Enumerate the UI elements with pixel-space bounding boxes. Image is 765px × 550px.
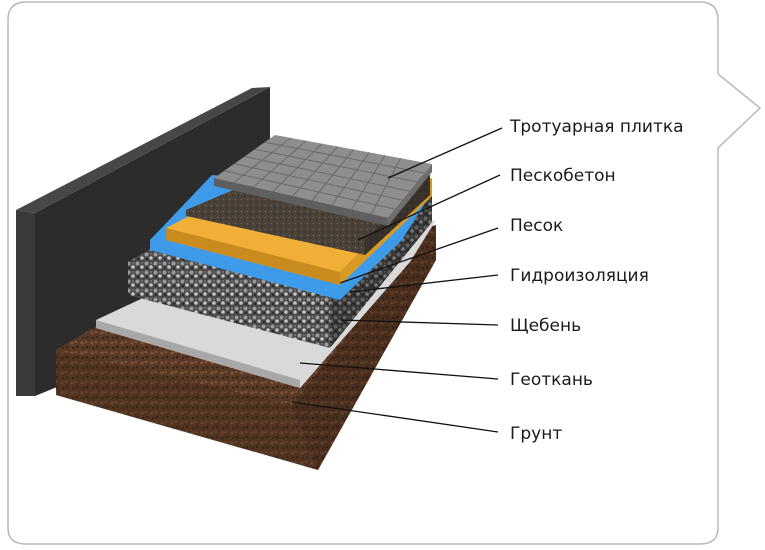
leader-line-waterproofing [349, 274, 499, 293]
leader-line-geotextile [299, 362, 499, 380]
leader-line-gravel [339, 319, 499, 326]
label-sand-concrete: Пескобетон [510, 166, 616, 186]
leader-line-soil [291, 401, 499, 433]
layer-paving-tiles [214, 135, 432, 226]
leader-line-paving-tiles [387, 127, 503, 179]
label-paving-tiles: Тротуарная плитка [509, 117, 684, 137]
leader-line-sand [339, 227, 499, 284]
label-gravel: Щебень [510, 316, 581, 336]
label-sand: Песок [510, 216, 563, 236]
label-waterproofing: Гидроизоляция [510, 266, 649, 286]
label-geotextile: Геоткань [510, 370, 593, 390]
leader-line-sand-concrete [357, 174, 501, 241]
label-soil: Грунт [510, 424, 562, 444]
